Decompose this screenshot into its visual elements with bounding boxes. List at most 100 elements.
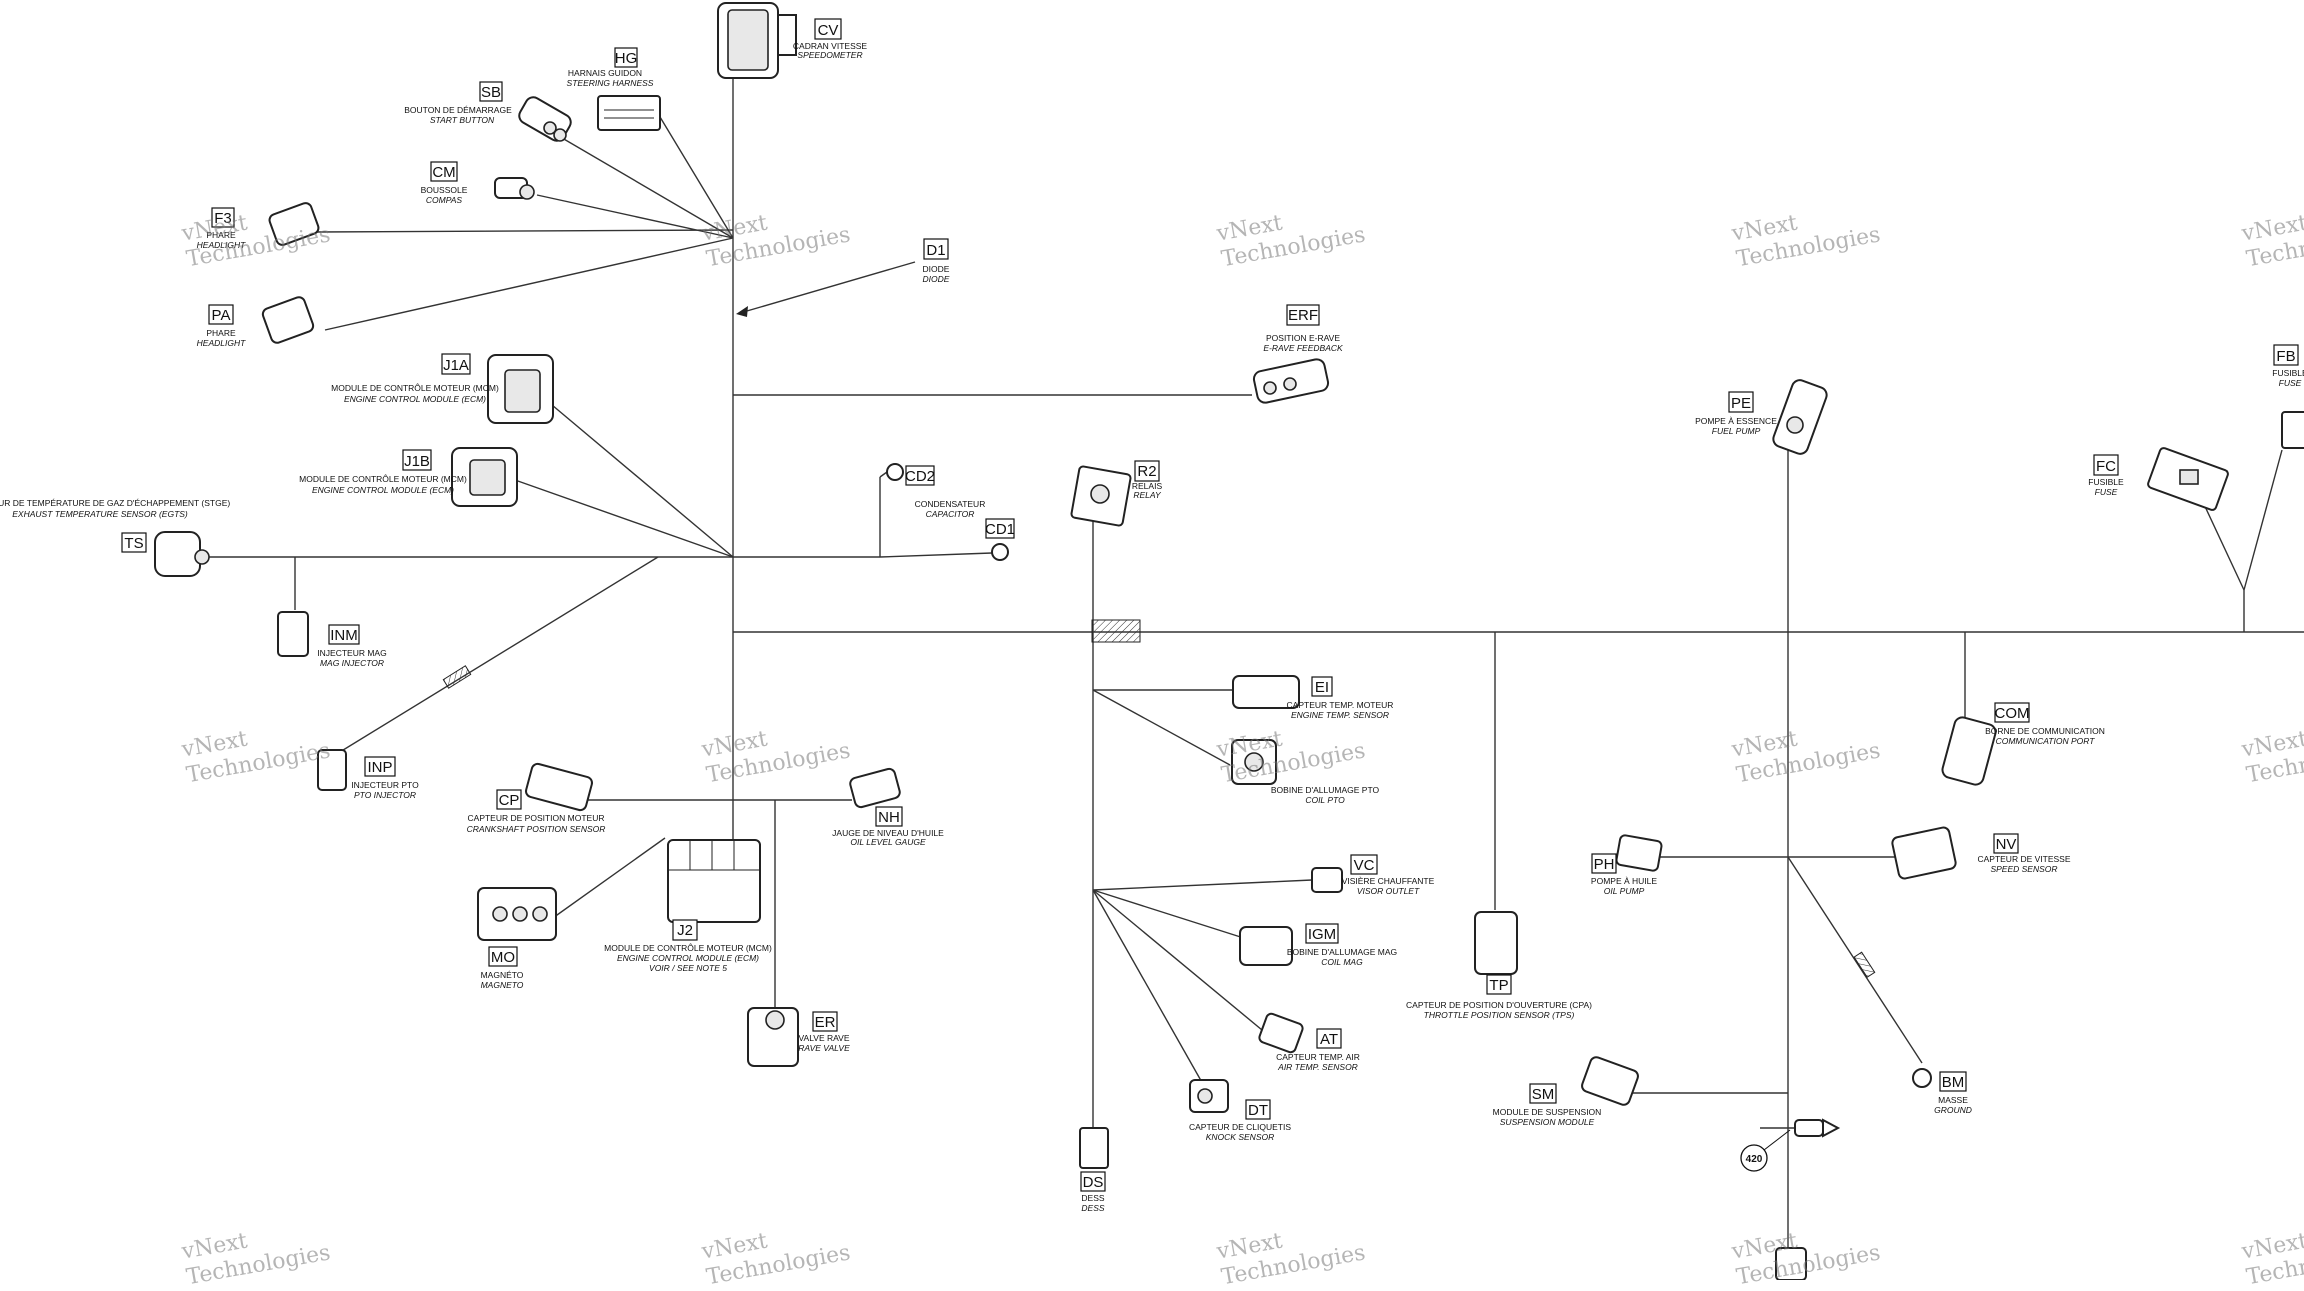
svg-text:MAGNETO: MAGNETO (481, 980, 524, 990)
svg-text:PH: PH (1594, 856, 1615, 873)
svg-text:COIL PTO: COIL PTO (1305, 795, 1345, 805)
svg-text:PHARE: PHARE (206, 230, 236, 240)
svg-text:420: 420 (1746, 1154, 1763, 1165)
svg-text:VC: VC (1354, 857, 1375, 874)
svg-text:SPEED SENSOR: SPEED SENSOR (1990, 864, 2057, 874)
svg-text:CAPTEUR TEMP. MOTEUR: CAPTEUR TEMP. MOTEUR (1287, 700, 1394, 710)
svg-text:DESS: DESS (1081, 1203, 1104, 1213)
label-SM: SM MODULE DE SUSPENSION SUSPENSION MODUL… (1493, 1083, 1602, 1127)
svg-text:MASSE: MASSE (1938, 1095, 1968, 1105)
svg-text:COIL MAG: COIL MAG (1321, 957, 1363, 967)
svg-text:BOUTON DE DÉMARRAGE: BOUTON DE DÉMARRAGE (404, 105, 512, 115)
svg-text:HARNAIS GUIDON: HARNAIS GUIDON (568, 68, 642, 78)
svg-text:RAVE VALVE: RAVE VALVE (798, 1043, 850, 1053)
svg-text:CD2: CD2 (905, 468, 935, 485)
svg-text:PTO INJECTOR: PTO INJECTOR (354, 790, 416, 800)
label-INP: INP INJECTEUR PTO PTO INJECTOR (351, 756, 419, 800)
svg-text:FUSIBLE: FUSIBLE (2088, 477, 2124, 487)
svg-text:TP: TP (1489, 977, 1508, 994)
svg-text:AT: AT (1320, 1031, 1338, 1048)
svg-text:JAUGE DE NIVEAU D'HUILE: JAUGE DE NIVEAU D'HUILE (832, 828, 944, 838)
label-NH: NH JAUGE DE NIVEAU D'HUILE OIL LEVEL GAU… (832, 806, 944, 847)
svg-text:KNOCK SENSOR: KNOCK SENSOR (1206, 1132, 1275, 1142)
svg-text:MODULE DE CONTRÔLE MOTEUR (MCM: MODULE DE CONTRÔLE MOTEUR (MCM) (299, 474, 467, 484)
svg-text:FUSE: FUSE (2095, 487, 2118, 497)
label-PE: PE POMPE À ESSENCE FUEL PUMP (1695, 391, 1777, 436)
svg-text:VALVE RAVE: VALVE RAVE (798, 1033, 849, 1043)
svg-text:INP: INP (367, 759, 392, 776)
label-PA: PA PHARE HEADLIGHT (197, 304, 246, 348)
svg-text:BORNE DE COMMUNICATION: BORNE DE COMMUNICATION (1985, 726, 2105, 736)
svg-text:ENGINE CONTROL MODULE (ECM): ENGINE CONTROL MODULE (ECM) (344, 394, 486, 404)
svg-text:CAPTEUR TEMP. AIR: CAPTEUR TEMP. AIR (1276, 1052, 1360, 1062)
svg-text:OIL LEVEL GAUGE: OIL LEVEL GAUGE (850, 837, 926, 847)
svg-text:INJECTEUR PTO: INJECTEUR PTO (351, 780, 419, 790)
svg-text:CP: CP (499, 792, 520, 809)
svg-text:POMPE À ESSENCE: POMPE À ESSENCE (1695, 416, 1777, 426)
svg-text:CM: CM (432, 164, 455, 181)
svg-text:E-RAVE FEEDBACK: E-RAVE FEEDBACK (1263, 343, 1343, 353)
svg-text:AIR TEMP. SENSOR: AIR TEMP. SENSOR (1277, 1062, 1358, 1072)
label-FC: FC FUSIBLE FUSE (2088, 454, 2124, 497)
svg-text:FUSE: FUSE (2279, 378, 2302, 388)
svg-text:INJECTEUR MAG: INJECTEUR MAG (317, 648, 386, 658)
splice-sleeve-bm (1853, 951, 1876, 978)
svg-text:FUSIBLE: FUSIBLE (2272, 368, 2304, 378)
harness-wires (200, 70, 2304, 1280)
svg-text:INM: INM (330, 627, 358, 644)
connector-shapes (154, 2, 2304, 1280)
svg-text:CADRAN VITESSE: CADRAN VITESSE (793, 41, 867, 51)
svg-text:NV: NV (1996, 836, 2017, 853)
label-TS: TS CAPTEUR DE TEMPÉRATURE DE GAZ D'ÉCHAP… (0, 498, 230, 553)
svg-text:PE: PE (1731, 395, 1751, 412)
svg-text:ERF: ERF (1288, 307, 1318, 324)
label-R2: R2 RELAIS RELAY (1132, 460, 1162, 500)
svg-text:D1: D1 (926, 242, 945, 259)
svg-text:SM: SM (1532, 1086, 1555, 1103)
label-VC: VC VISIÈRE CHAUFFANTE VISOR OUTLET (1342, 854, 1435, 896)
svg-text:THROTTLE POSITION SENSOR (TPS): THROTTLE POSITION SENSOR (TPS) (1424, 1010, 1575, 1020)
svg-text:CAPTEUR DE VITESSE: CAPTEUR DE VITESSE (1977, 854, 2070, 864)
label-DT: DT CAPTEUR DE CLIQUETIS KNOCK SENSOR (1189, 1099, 1291, 1142)
svg-text:MODULE DE SUSPENSION: MODULE DE SUSPENSION (1493, 1107, 1602, 1117)
svg-text:START BUTTON: START BUTTON (430, 115, 495, 125)
svg-text:PA: PA (212, 307, 231, 324)
svg-text:HEADLIGHT: HEADLIGHT (197, 240, 246, 250)
svg-text:BOUSSOLE: BOUSSOLE (421, 185, 468, 195)
label-DS: DS DESS DESS (1080, 1171, 1106, 1213)
svg-text:R2: R2 (1137, 463, 1156, 480)
svg-text:FC: FC (2096, 458, 2116, 475)
svg-text:SUSPENSION MODULE: SUSPENSION MODULE (1500, 1117, 1595, 1127)
svg-text:GROUND: GROUND (1934, 1105, 1972, 1115)
label-PH: PH POMPE À HUILE OIL PUMP (1591, 853, 1657, 896)
label-SB: SB BOUTON DE DÉMARRAGE START BUTTON (404, 81, 512, 125)
label-J2: J2 MODULE DE CONTRÔLE MOTEUR (MCM) ENGIN… (604, 919, 772, 973)
svg-text:CAPACITOR: CAPACITOR (926, 509, 975, 519)
label-CV: CV CADRAN VITESSE SPEEDOMETER (793, 18, 867, 60)
label-MO: MO MAGNÉTO MAGNETO (481, 946, 524, 990)
label-CD1: CD1 (985, 518, 1015, 539)
svg-text:PHARE: PHARE (206, 328, 236, 338)
svg-text:J1A: J1A (443, 357, 469, 374)
svg-text:ENGINE CONTROL MODULE (ECM): ENGINE CONTROL MODULE (ECM) (617, 953, 759, 963)
svg-text:RELAY: RELAY (1133, 490, 1162, 500)
label-TP: TP CAPTEUR DE POSITION D'OUVERTURE (CPA)… (1406, 974, 1592, 1020)
label-ER: ER VALVE RAVE RAVE VALVE (798, 1011, 850, 1053)
splice-sleeve-inp (442, 665, 472, 689)
label-EI: EI CAPTEUR TEMP. MOTEUR ENGINE TEMP. SEN… (1287, 676, 1394, 720)
label-AT: AT CAPTEUR TEMP. AIR AIR TEMP. SENSOR (1276, 1028, 1360, 1072)
svg-text:DIODE: DIODE (923, 264, 950, 274)
svg-text:ENGINE CONTROL MODULE (ECM): ENGINE CONTROL MODULE (ECM) (312, 485, 454, 495)
label-NV: NV CAPTEUR DE VITESSE SPEED SENSOR (1977, 833, 2071, 874)
label-CM: CM BOUSSOLE COMPAS (421, 161, 468, 205)
svg-text:COM: COM (1995, 705, 2030, 722)
svg-text:F3: F3 (214, 210, 232, 227)
svg-text:BOBINE D'ALLUMAGE MAG: BOBINE D'ALLUMAGE MAG (1287, 947, 1397, 957)
label-FB: FB FUSIBLE FUSE (2272, 344, 2304, 388)
svg-text:CONDENSATEUR: CONDENSATEUR (915, 499, 986, 509)
svg-text:CAPTEUR DE POSITION MOTEUR: CAPTEUR DE POSITION MOTEUR (468, 813, 605, 823)
svg-text:CAPTEUR DE POSITION D'OUVERTUR: CAPTEUR DE POSITION D'OUVERTURE (CPA) (1406, 1000, 1592, 1010)
svg-text:BOBINE D'ALLUMAGE PTO: BOBINE D'ALLUMAGE PTO (1271, 785, 1380, 795)
label-CP: CP CAPTEUR DE POSITION MOTEUR CRANKSHAFT… (467, 789, 605, 834)
